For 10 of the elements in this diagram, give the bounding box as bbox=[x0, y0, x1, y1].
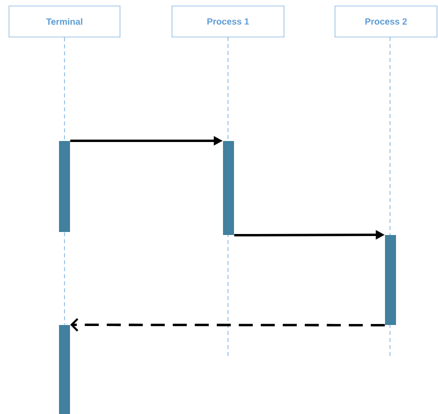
lifeline bbox=[64, 232, 65, 326]
activation-bar bbox=[59, 141, 70, 232]
participant-box: Terminal bbox=[8, 6, 120, 38]
activation-bar bbox=[223, 141, 234, 235]
activation-bar bbox=[59, 325, 70, 414]
message-arrow bbox=[70, 318, 385, 332]
participant-box: Process 2 bbox=[334, 6, 438, 38]
lifeline bbox=[64, 37, 65, 142]
activation-bar bbox=[385, 235, 396, 325]
participant-box: Process 1 bbox=[172, 6, 284, 38]
